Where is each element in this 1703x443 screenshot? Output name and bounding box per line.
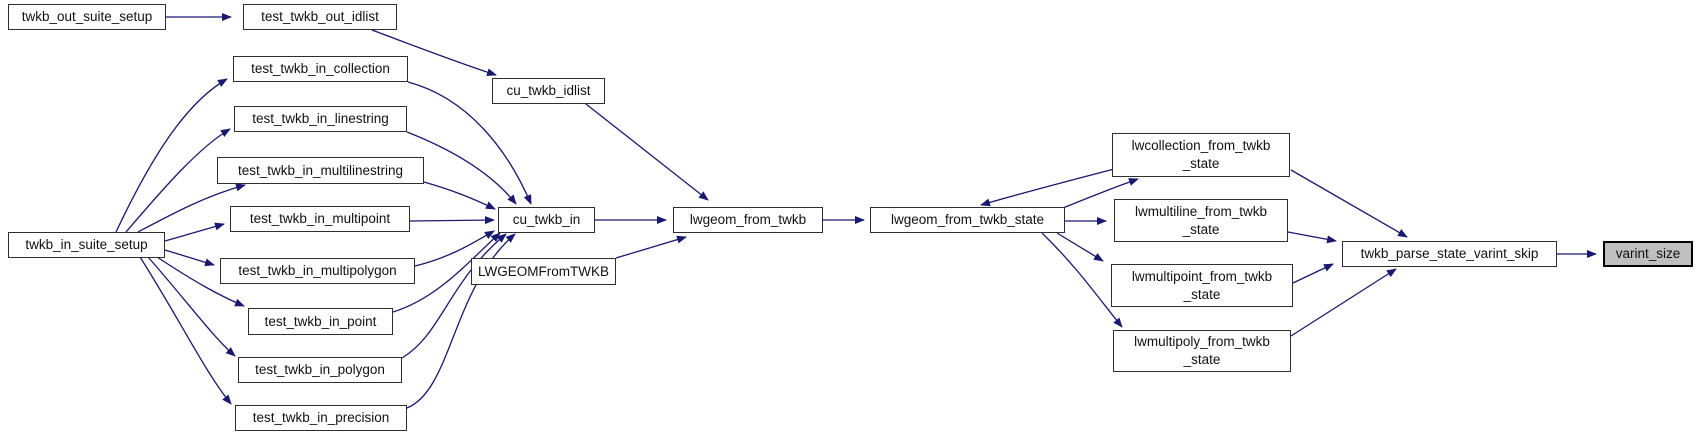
node-lwmultipoly-from-twkb-state[interactable]: lwmultipoly_from_twkb _state — [1113, 330, 1291, 372]
node-test-twkb-in-point[interactable]: test_twkb_in_point — [248, 308, 393, 335]
node-lwcollection-from-twkb-state[interactable]: lwcollection_from_twkb _state — [1112, 133, 1290, 177]
node-test-twkb-in-multilinestring[interactable]: test_twkb_in_multilinestring — [217, 157, 424, 184]
node-test-twkb-in-collection[interactable]: test_twkb_in_collection — [233, 56, 408, 82]
node-lwgeom-from-twkb-state[interactable]: lwgeom_from_twkb_state — [870, 207, 1065, 233]
node-test-twkb-in-precision[interactable]: test_twkb_in_precision — [235, 405, 407, 431]
node-test-twkb-in-multipolygon[interactable]: test_twkb_in_multipolygon — [220, 258, 415, 284]
node-lwgeomfromtwkb[interactable]: LWGEOMFromTWKB — [471, 258, 616, 285]
node-lwmultiline-from-twkb-state[interactable]: lwmultiline_from_twkb _state — [1114, 199, 1288, 242]
node-twkb-in-suite-setup[interactable]: twkb_in_suite_setup — [8, 232, 165, 258]
node-twkb-parse-state-varint-skip[interactable]: twkb_parse_state_varint_skip — [1342, 241, 1557, 267]
node-twkb-out-suite-setup[interactable]: twkb_out_suite_setup — [8, 4, 166, 30]
node-test-twkb-in-polygon[interactable]: test_twkb_in_polygon — [238, 357, 402, 383]
node-test-twkb-in-multipoint[interactable]: test_twkb_in_multipoint — [230, 206, 410, 232]
node-lwmultipoint-from-twkb-state[interactable]: lwmultipoint_from_twkb _state — [1111, 264, 1293, 307]
node-cu-twkb-in[interactable]: cu_twkb_in — [498, 207, 595, 233]
node-test-twkb-out-idlist[interactable]: test_twkb_out_idlist — [243, 4, 397, 30]
node-lwgeom-from-twkb[interactable]: lwgeom_from_twkb — [673, 207, 823, 233]
node-cu-twkb-idlist[interactable]: cu_twkb_idlist — [492, 78, 605, 104]
node-test-twkb-in-linestring[interactable]: test_twkb_in_linestring — [234, 106, 407, 132]
node-varint-size[interactable]: varint_size — [1603, 241, 1693, 267]
